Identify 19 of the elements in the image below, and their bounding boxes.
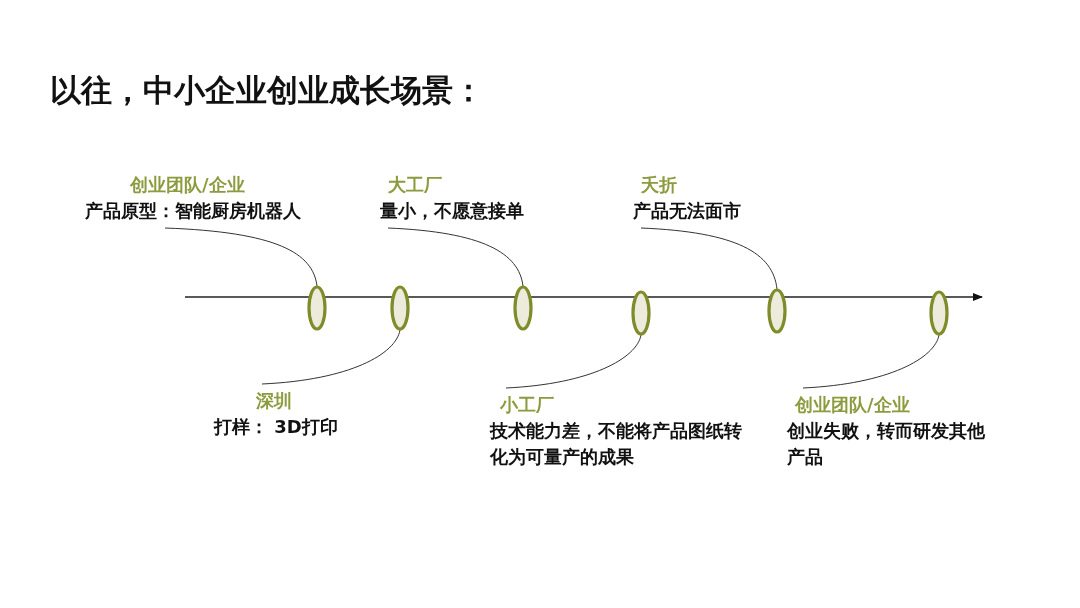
callout-heading: 深圳 [256,390,292,411]
callout-text: 创业失败，转而研发其他产品 [787,420,985,467]
callout-text: 打样： 3D打印 [214,416,338,437]
title: 以往，中小企业创业成长场景： [50,71,484,110]
leader-line [640,227,778,290]
leader-line [802,334,940,389]
callout-heading: 创业团队/企业 [130,174,245,195]
callout-text: 技术能力差，不能将产品图纸转化为可量产的成果 [490,420,742,467]
callout-text: 产品原型：智能厨房机器人 [85,200,301,221]
leader-line [164,227,318,287]
callout-heading: 创业团队/企业 [795,394,910,415]
leader-line [387,227,524,287]
leader-line [505,334,642,389]
callout-heading: 夭折 [641,174,677,195]
leader-line [261,329,401,385]
callout-heading: 小工厂 [500,394,554,415]
callout-heading: 大工厂 [388,174,442,195]
callout-text: 产品无法面市 [633,200,741,221]
callout-text: 量小，不愿意接单 [380,200,524,221]
